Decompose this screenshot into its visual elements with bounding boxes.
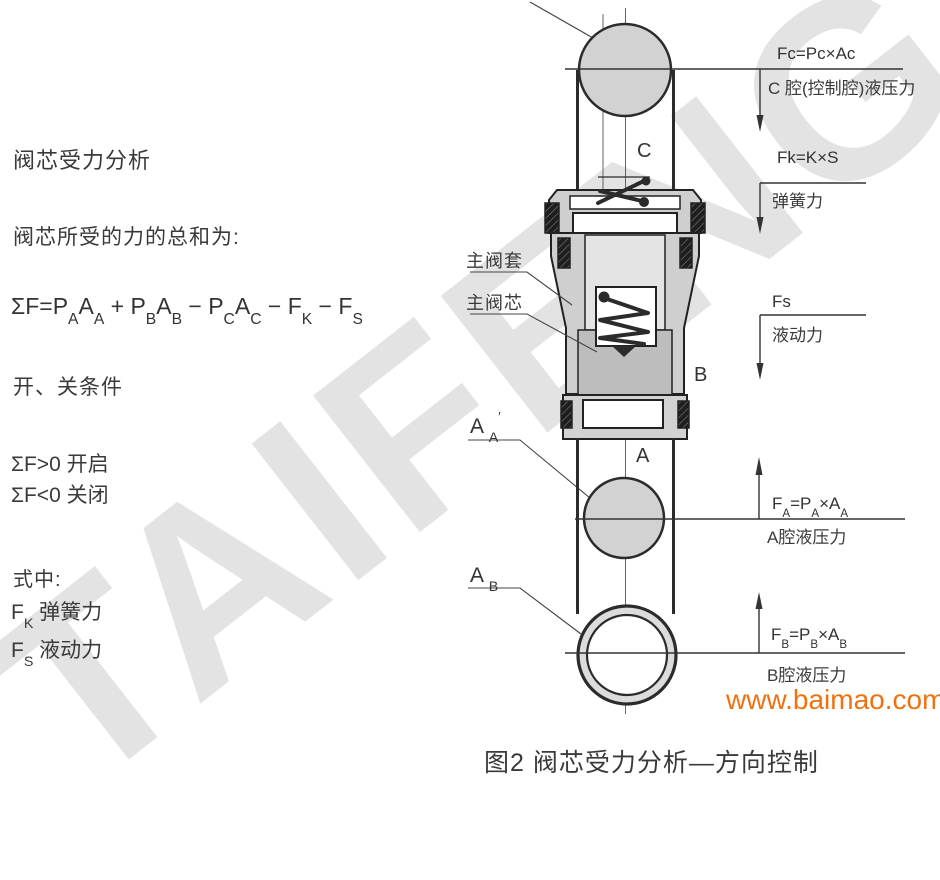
where-label: 式中: (13, 569, 62, 591)
fc-description: C 腔(控制腔)液压力 (768, 79, 916, 98)
fk-arrow-down (756, 217, 764, 234)
force-sum-intro: 阀芯所受的力的总和为: (13, 226, 240, 249)
port-a-label: A (636, 445, 650, 467)
sleeve-seal-right (679, 237, 693, 269)
b-port-ring (576, 604, 678, 706)
fa-formula: FA=PA×AA (772, 494, 849, 520)
flange-seal-right (690, 202, 706, 234)
fb-arrow-up (755, 592, 763, 609)
open-close-conditions-title: 开、关条件 (13, 376, 123, 399)
figure-caption: 图2 阀芯受力分析—方向控制 (484, 749, 819, 777)
spool-notch (612, 346, 636, 357)
fb-formula: FB=PB×AB (771, 625, 848, 651)
force-sum-formula: ΣF=PAAA + PBAB − PCAC − FK − FS (11, 293, 363, 328)
flange-seal-left (544, 202, 560, 234)
a-port-circle (582, 476, 666, 560)
force-analysis-title: 阀芯受力分析 (13, 148, 152, 173)
valve-cross-section-diagram (468, 1, 905, 714)
baimao-url-watermark: www.baimao.com (726, 684, 940, 715)
c-port-circle (577, 22, 673, 118)
port-c-label: C (637, 140, 652, 162)
spring-force-item: FK 弹簧力 (11, 601, 103, 633)
fk-description: 弹簧力 (772, 192, 823, 211)
open-condition: ΣF>0 开启 (11, 453, 109, 476)
area-a-label: A A′ (470, 409, 501, 447)
fs-arrow-down (756, 363, 764, 380)
collar-window (582, 399, 664, 429)
flow-force-item: FS 液动力 (11, 639, 103, 671)
spacer-ring (572, 212, 678, 234)
force-annotation-lines (565, 68, 905, 654)
area-b-label: A B (470, 564, 499, 596)
fa-arrow-up (755, 457, 763, 475)
fc-formula: Fc=Pc×Ac (777, 44, 856, 63)
collar-seal-right (677, 400, 690, 429)
fs-formula: Fs (772, 292, 791, 311)
lower-tube-walls (576, 439, 675, 614)
collar-seal-left (560, 400, 573, 429)
fb-description: B腔液压力 (767, 666, 847, 685)
port-b-label: B (694, 364, 708, 386)
fk-formula: Fk=K×S (777, 148, 839, 167)
fa-description: A腔液压力 (767, 528, 847, 547)
sleeve-seal-left (557, 237, 571, 269)
sleeve-label: 主阀套 (466, 251, 523, 271)
main-spring (598, 291, 650, 346)
pilot-spring (596, 176, 651, 207)
fs-description: 液动力 (772, 326, 823, 345)
fc-arrow-down (756, 115, 764, 132)
spool-label: 主阀芯 (466, 293, 523, 313)
close-condition: ΣF<0 关闭 (11, 484, 109, 507)
